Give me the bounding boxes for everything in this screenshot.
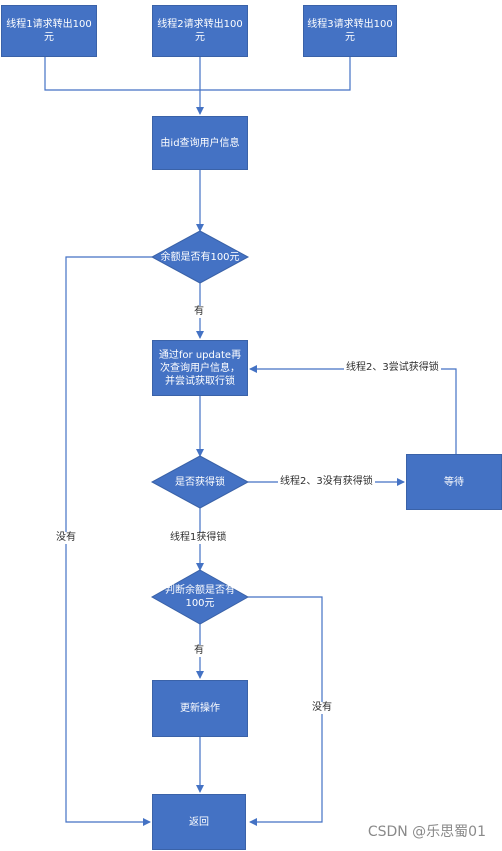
diamond-got-lock [150, 455, 250, 509]
edge-label-none-left: 没有 [54, 532, 78, 544]
edge-check-no [65, 256, 152, 826]
node-thread1: 线程1请求转出100元 [1, 5, 97, 57]
edge-label-has-2: 有 [192, 645, 206, 657]
node-select-for-update: 通过for update再次查询用户信息，并尝试获取行锁 [152, 340, 248, 396]
edge-label-has: 有 [192, 306, 206, 318]
node-query-user: 由id查询用户信息 [152, 116, 248, 170]
edge-wait-retry [249, 365, 457, 454]
edge-thread3-merge [200, 57, 351, 91]
node-wait: 等待 [406, 454, 502, 510]
diamond-judge-balance [150, 569, 250, 625]
node-update: 更新操作 [152, 680, 248, 737]
node-return: 返回 [152, 794, 246, 850]
watermark: CSDN @乐思蜀01 [367, 824, 486, 840]
edge-label-no-lock: 线程2、3没有获得锁 [278, 476, 375, 488]
node-thread2: 线程2请求转出100元 [152, 5, 248, 57]
edge-label-none-right: 没有 [310, 702, 334, 714]
label-check-balance: 余额是否有100元 [160, 251, 240, 263]
node-thread3: 线程3请求转出100元 [303, 5, 397, 57]
label-got-lock: 是否获得锁 [175, 476, 225, 488]
edge-label-retry-lock: 线程2、3尝试获得锁 [344, 362, 441, 374]
edge-thread1-merge [44, 57, 200, 91]
edge-label-thread1-lock: 线程1获得锁 [168, 532, 229, 544]
diamond-check-balance [150, 230, 250, 284]
label-judge-balance: 判断余额是否有100元 [165, 585, 235, 609]
